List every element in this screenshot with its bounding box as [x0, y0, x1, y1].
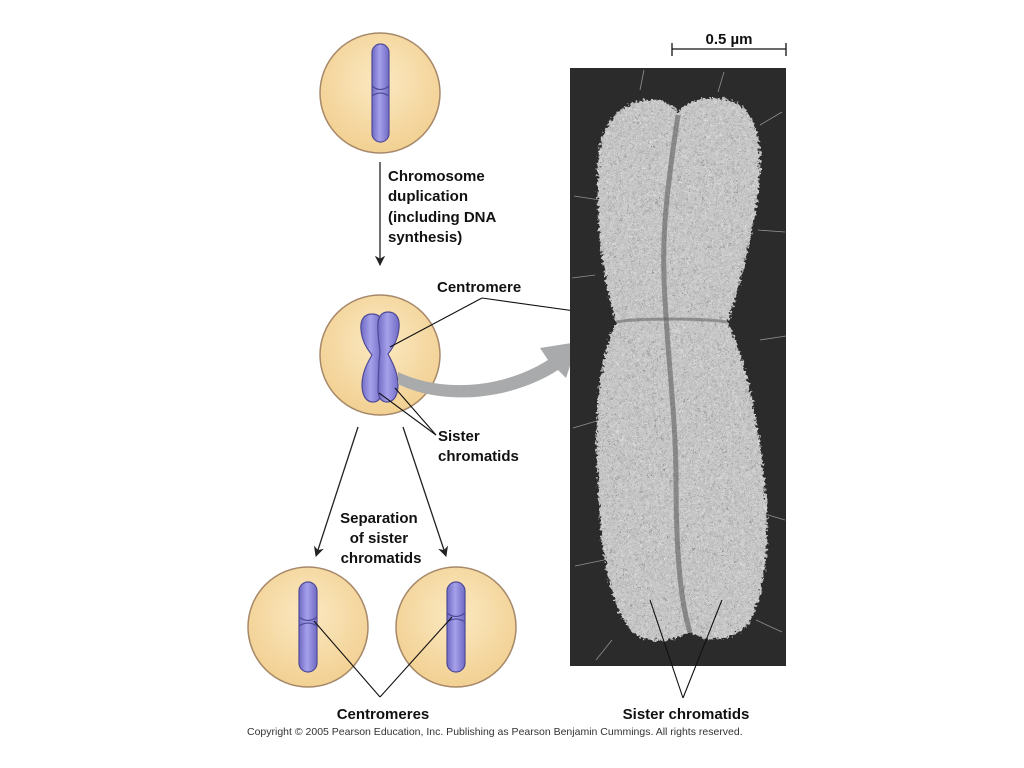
- copyright-text: Copyright © 2005 Pearson Education, Inc.…: [247, 726, 743, 738]
- centromeres-label: Centromeres: [337, 706, 430, 723]
- duplication-label: Chromosome duplication (including DNA sy…: [388, 168, 500, 246]
- separated-chromatid-right: [446, 581, 466, 673]
- cell-separated-right: [395, 566, 517, 688]
- scale-bar: [671, 43, 787, 56]
- scale-bar-label: 0.5 µm: [706, 31, 753, 48]
- sister-chromatids-left-label: Sister chromatids: [438, 428, 519, 465]
- centromere-label: Centromere: [437, 279, 521, 296]
- sister-chromatids-left-leaders: [378, 387, 437, 436]
- centromeres-leader-lines: [313, 616, 453, 698]
- cell-unduplicated: [319, 32, 441, 154]
- sister-chromatids-right-label: Sister chromatids: [623, 706, 750, 723]
- separation-arrow-left: [313, 426, 359, 557]
- magnify-arrow: [398, 342, 578, 398]
- cell-duplicated: [319, 294, 441, 416]
- separation-arrow-right: [402, 426, 448, 557]
- separation-label: Separation of sister chromatids: [340, 510, 422, 567]
- sister-chromatids-right-leaders: [649, 599, 723, 699]
- single-chromosome: [371, 43, 390, 143]
- cell-separated-left: [247, 566, 369, 688]
- micrograph-panel: [570, 68, 787, 666]
- separated-chromatid-left: [298, 581, 318, 673]
- duplicated-chromosome: [360, 311, 400, 403]
